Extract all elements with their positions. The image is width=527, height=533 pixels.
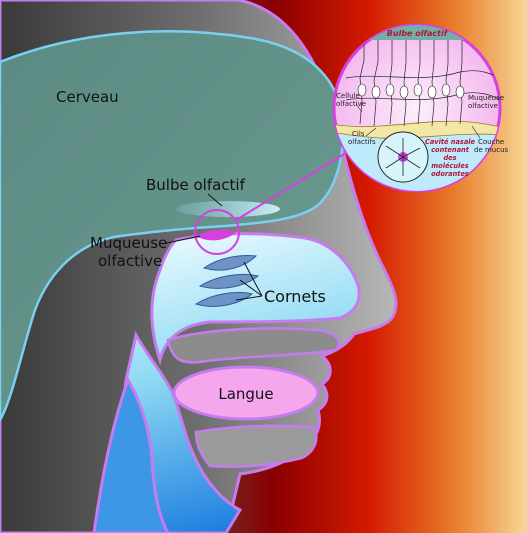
- inset-odorant-molecule: [378, 132, 428, 182]
- inset-mucus-label-1: Couche: [478, 138, 504, 146]
- mucosa-label-line-2: olfactive: [98, 252, 162, 270]
- inset-cavity-label-2: contenant: [431, 146, 470, 154]
- mucosa-label-line-1: Muqueuse: [90, 234, 167, 252]
- brain-label: Cerveau: [56, 88, 119, 106]
- inset-cell-label-2: olfactive: [336, 100, 366, 108]
- inset-cilia-label-2: olfactifs: [348, 138, 376, 146]
- inset-cilia-label-1: Cils: [352, 130, 365, 138]
- inset-cavity-label-3: des: [443, 154, 456, 162]
- turbinates-label: Cornets: [264, 287, 326, 306]
- tongue-label: Langue: [218, 385, 273, 403]
- inset-cell-label-1: Cellule: [336, 92, 360, 100]
- bulb-label: Bulbe olfactif: [146, 176, 246, 194]
- inset-cavity-label-1: Cavité nasale: [425, 138, 476, 146]
- inset-cavity-label-5: odorantes: [431, 170, 469, 178]
- inset-mucus-label-2: de mucus: [474, 146, 509, 154]
- inset-mucosa-label-2: olfactive: [468, 102, 498, 110]
- inset-cavity-label-4: molécules: [431, 162, 468, 170]
- inset-mucosa-label-1: Muqueuse: [468, 94, 504, 102]
- inset-title: Bulbe olfactif: [387, 29, 449, 38]
